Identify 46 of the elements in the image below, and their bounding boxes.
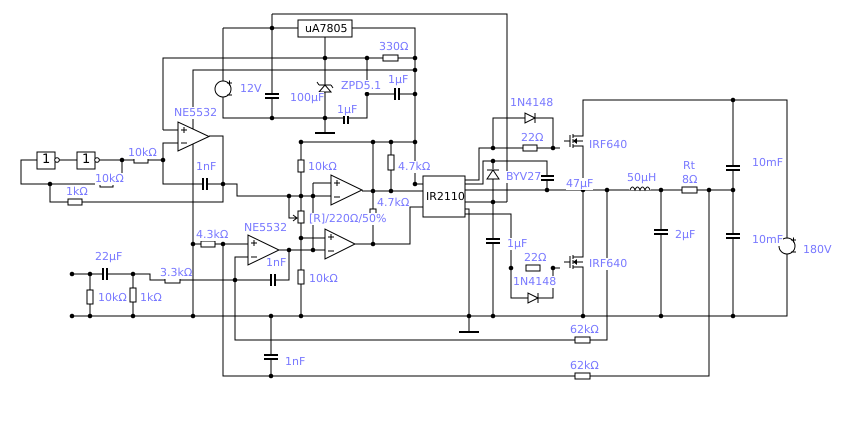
component-label: 3.3kΩ — [160, 267, 192, 279]
component-label: NE5532 — [174, 107, 218, 119]
gate-label: 1 — [42, 153, 50, 167]
component-label: NE5532 — [244, 222, 288, 234]
component-label: 10kΩ — [95, 173, 124, 185]
chip-label: IR2110 — [426, 191, 465, 203]
component-label: BYV27 — [506, 171, 542, 183]
component-label: 180V — [803, 244, 832, 256]
component-label: 4.7kΩ — [398, 161, 430, 173]
component-label: 4.3kΩ — [196, 229, 228, 241]
component-label: IRF640 — [589, 258, 628, 270]
component-label: 330Ω — [379, 41, 408, 53]
component-label: 1µF — [337, 104, 358, 116]
component-label: 22Ω — [524, 252, 546, 264]
component-label: 8Ω — [682, 174, 698, 186]
component-label: 2µF — [675, 229, 696, 241]
component-label: 1kΩ — [140, 292, 162, 304]
component-label: 1nF — [266, 257, 286, 269]
component-label: 1µF — [388, 74, 408, 86]
component-label: 62kΩ — [570, 360, 599, 372]
component-label: 1N4148 — [510, 97, 554, 109]
component-label: 22Ω — [521, 132, 544, 144]
component-label: [R]/220Ω/50% — [309, 213, 386, 225]
component-label: 1nF — [196, 161, 216, 173]
component-label: 22µF — [95, 251, 122, 263]
component-label: 100µF — [290, 92, 324, 104]
gate-label: 1 — [82, 153, 90, 167]
component-label: IRF640 — [589, 139, 628, 151]
component-label: 10kΩ — [308, 161, 337, 173]
component-label: 62kΩ — [570, 324, 599, 336]
component-label: 1nF — [285, 356, 306, 368]
chip-label: uA7805 — [305, 23, 348, 35]
component-label: 10kΩ — [98, 292, 127, 304]
component-label: 50µH — [627, 172, 656, 184]
component-label: 10mF — [752, 157, 784, 169]
component-label: 10kΩ — [128, 147, 157, 159]
component-label: 1µF — [507, 238, 528, 250]
component-label: 4.7kΩ — [377, 197, 410, 209]
component-label: 10mF — [752, 234, 784, 246]
component-label: 47µF — [566, 178, 594, 190]
component-label: 1N4148 — [513, 276, 556, 288]
component-label: 12V — [240, 83, 262, 95]
component-label: Rt — [683, 160, 695, 172]
component-label: 10kΩ — [309, 273, 338, 285]
component-label: 1kΩ — [66, 186, 88, 198]
component-label: ZPD5.1 — [341, 80, 382, 92]
